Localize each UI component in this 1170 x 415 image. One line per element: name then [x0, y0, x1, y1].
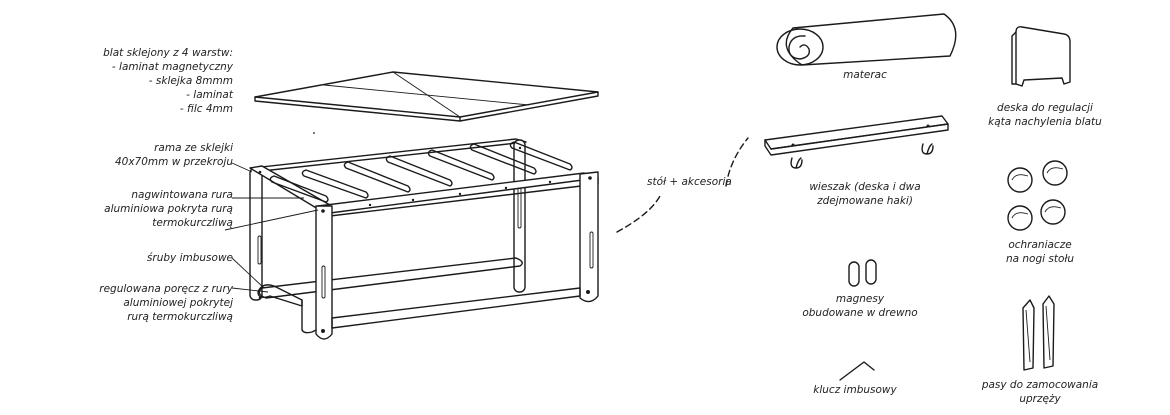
tilt-board-label: deska do regulacji kąta nachylenia blatu	[988, 102, 1102, 128]
tabletop-illustration	[254, 71, 599, 134]
tabletop-label: blat sklejony z 4 warstw: - laminat magn…	[103, 47, 233, 115]
allen-key-label: klucz imbusowy	[813, 384, 897, 396]
magnet-icon	[848, 259, 877, 287]
tube-rungs	[269, 141, 573, 203]
rolled-mattress-icon	[776, 13, 957, 66]
straps-label: pasy do zamocowania uprzęży	[981, 379, 1099, 405]
dashed-connector	[616, 195, 661, 233]
tilt-board-icon	[1011, 26, 1071, 87]
leg-protectors-label: ochraniacze na nogi stołu	[1005, 239, 1075, 265]
hanger-board-icon	[764, 115, 949, 169]
tube-label: nagwintowana rura aluminiowa pokryta rur…	[104, 189, 233, 229]
allen-key-icon	[839, 361, 875, 381]
callout-leaders	[224, 162, 319, 293]
hanger-label: wieszak (deska i dwa zdejmowane haki)	[809, 181, 921, 207]
magnets-label: magnesy obudowane w drewno	[802, 293, 918, 319]
rail-label: regulowana poręcz z rury aluminiowej pok…	[99, 283, 233, 323]
table-frame-illustration	[249, 138, 599, 340]
table-accessories-label: stół + akcesoria	[647, 176, 732, 188]
screws-label: śruby imbusowe	[146, 252, 233, 264]
dashed-connector-upper	[725, 137, 749, 187]
frame-label: rama ze sklejki 40x70mm w przekroju	[114, 142, 233, 168]
mattress-label: materac	[843, 69, 887, 81]
strap-icon	[1022, 295, 1055, 371]
leg-protector-icon	[1007, 160, 1068, 231]
